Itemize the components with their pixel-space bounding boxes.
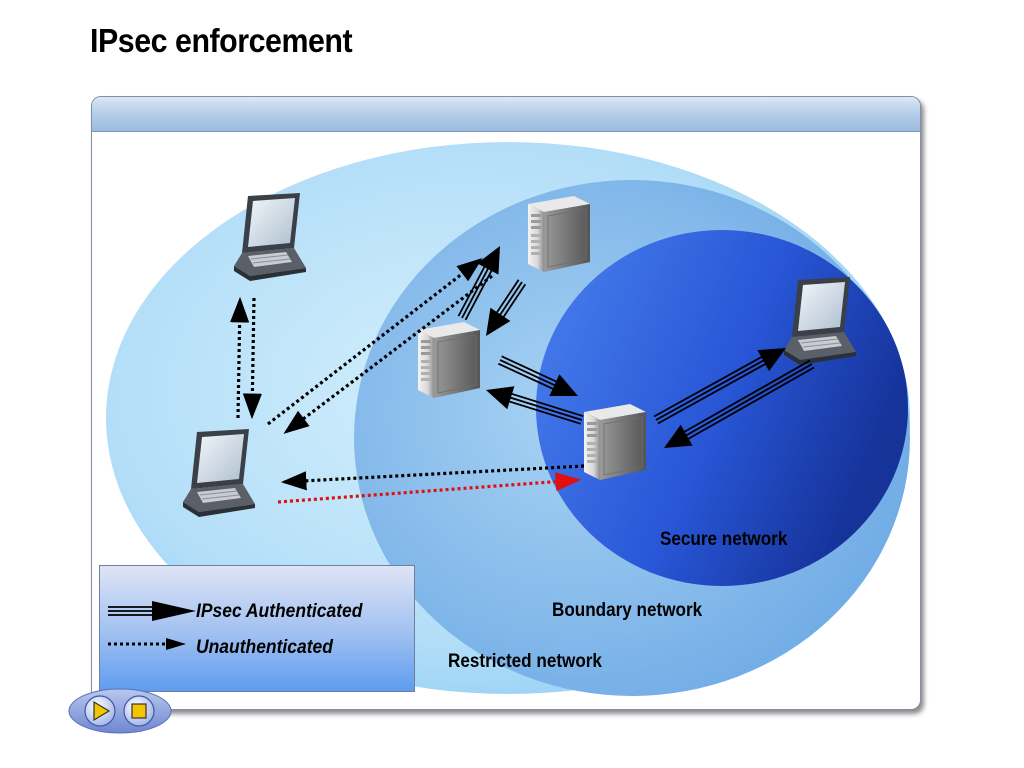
legend-box: IPsec Authenticated Unauthenticated (99, 565, 415, 692)
play-icon (93, 700, 111, 722)
legend-unauthenticated-label: Unauthenticated (196, 637, 333, 658)
unauthenticated-arrow (230, 296, 250, 419)
server-tower-icon (583, 403, 647, 481)
server-tower-icon (417, 321, 481, 399)
ipsec-authenticated-arrow (497, 355, 578, 396)
authenticated-arrows (457, 246, 815, 448)
server-tower-icon (527, 195, 591, 273)
page-title: IPsec enforcement (90, 22, 353, 59)
legend-authenticated-label: IPsec Authenticated (196, 601, 363, 622)
frame-header (92, 97, 920, 132)
ipsec-authenticated-arrow (486, 279, 527, 336)
unauthenticated-arrow (280, 464, 585, 491)
slideshow-controls (68, 688, 172, 734)
unauthenticated-arrow-highlighted (277, 472, 582, 504)
unauthenticated-arrow (242, 297, 262, 420)
ipsec-authenticated-arrow (457, 246, 500, 321)
unauthenticated-arrow (267, 258, 483, 426)
ipsec-authenticated-arrow (486, 386, 584, 425)
stop-icon (131, 703, 147, 719)
play-button[interactable] (84, 695, 116, 727)
unauthenticated-arrow (283, 274, 493, 434)
stop-button[interactable] (123, 695, 155, 727)
secure-network-label: Secure network (660, 529, 788, 550)
ipsec-authenticated-arrow (653, 348, 786, 425)
restricted-network-label: Restricted network (448, 651, 602, 672)
boundary-network-label: Boundary network (552, 600, 703, 621)
ipsec-authenticated-arrow (664, 359, 815, 448)
